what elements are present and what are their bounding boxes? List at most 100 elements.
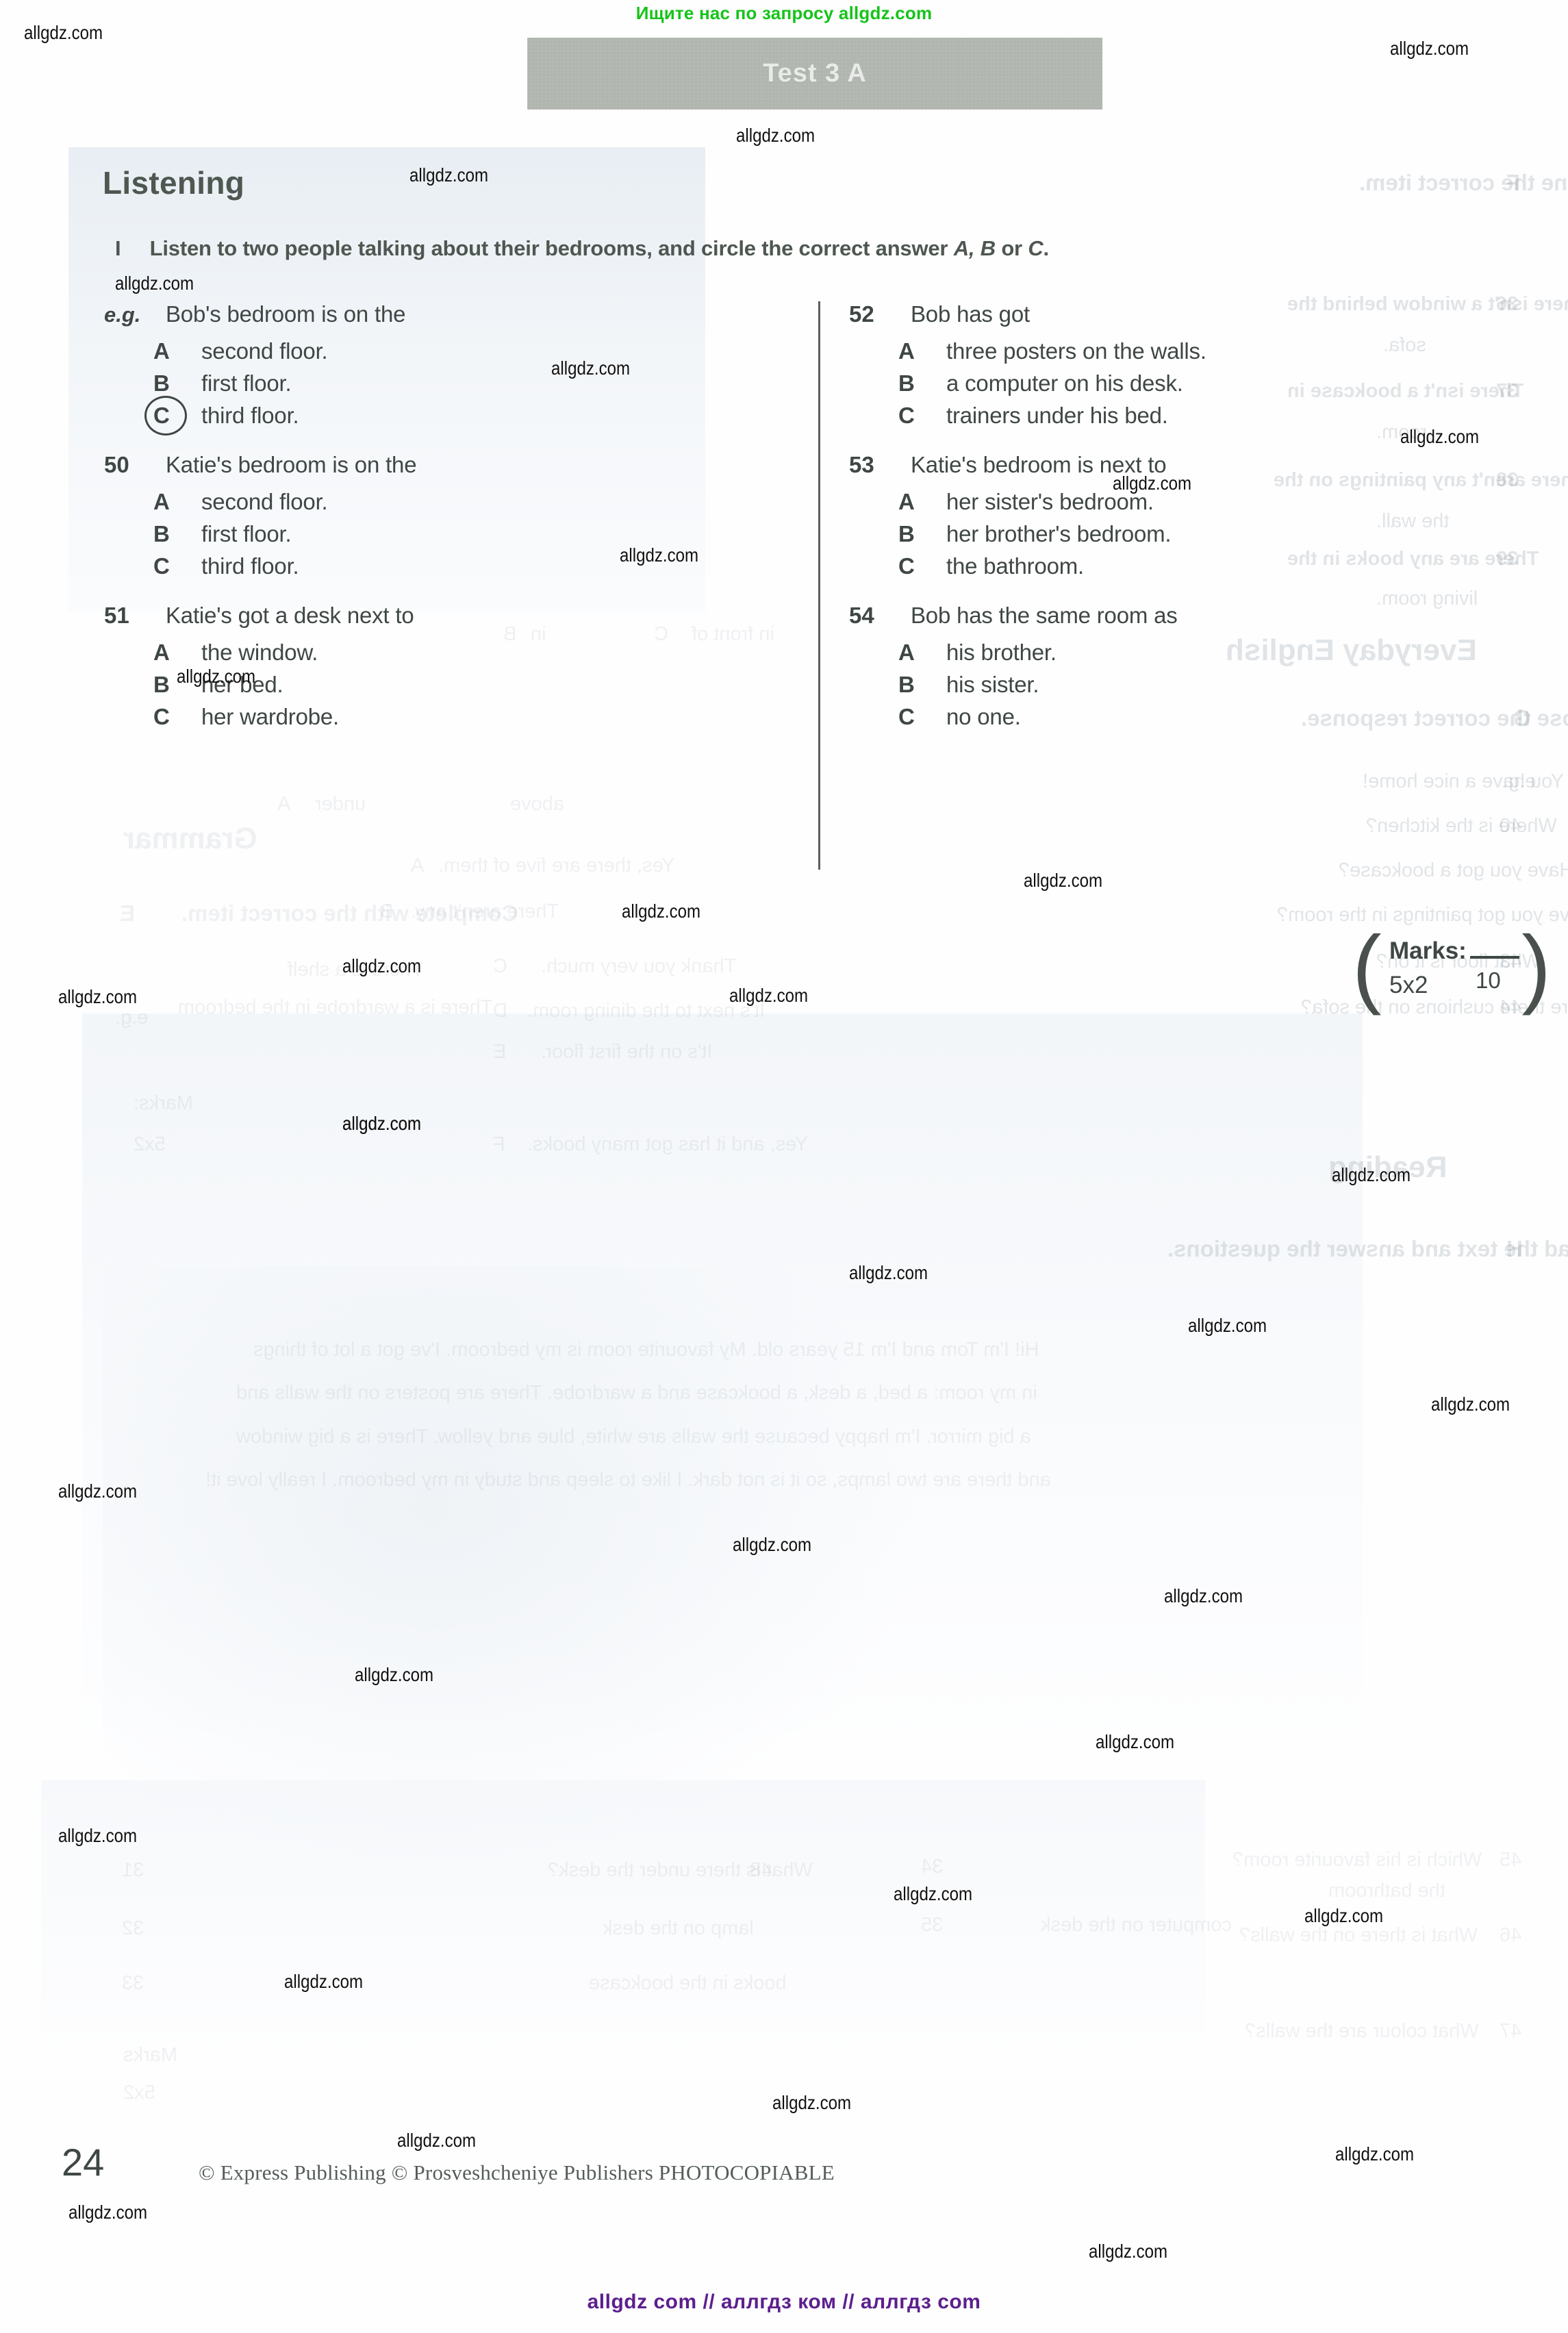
- question-number: 52: [849, 301, 874, 327]
- option-letter[interactable]: B: [898, 672, 915, 697]
- marks-box: ( ) Marks: 10 5x2: [1352, 924, 1551, 1031]
- question-number: 51: [104, 603, 129, 628]
- test-title-banner: Test 3 A: [527, 38, 1102, 110]
- site-watermark: allgdz.com: [58, 1480, 138, 1502]
- option-letter[interactable]: C: [153, 553, 170, 579]
- option-letter[interactable]: B: [153, 672, 170, 697]
- option-text: her sister's bedroom.: [946, 489, 1154, 514]
- site-watermark: allgdz.com: [1089, 2241, 1168, 2262]
- marks-score-blank[interactable]: [1469, 941, 1519, 959]
- option-text: third floor.: [201, 403, 299, 428]
- question-text: Katie's bedroom is on the: [166, 452, 417, 477]
- site-watermark: allgdz.com: [620, 544, 699, 566]
- task-instruction-text: Listen to two people talking about their…: [149, 236, 1050, 261]
- selected-answer-circle[interactable]: C: [144, 396, 189, 436]
- copyright-notice: © Express Publishing © Prosveshcheniye P…: [199, 2160, 835, 2184]
- marks-paren-left: (: [1352, 918, 1382, 1016]
- option-letter[interactable]: A: [153, 338, 170, 364]
- show-through-text: 5x2: [134, 1133, 166, 1155]
- option-letter[interactable]: B: [153, 521, 170, 546]
- option-text: a computer on his desk.: [946, 370, 1183, 396]
- site-watermark: allgdz.com: [397, 2130, 477, 2151]
- option-letter[interactable]: A: [898, 338, 915, 364]
- option-letter[interactable]: B: [153, 370, 170, 396]
- question-number: e.g.: [104, 303, 141, 327]
- show-through-text: D: [493, 1000, 507, 1022]
- site-watermark: allgdz.com: [68, 2202, 148, 2223]
- site-watermark: allgdz.com: [729, 985, 809, 1006]
- show-through-text: e.g.: [115, 1007, 149, 1029]
- site-watermark: allgdz.com: [342, 955, 422, 976]
- bottom-site-banner: allgdz com // аллгдз ком // аллгдз com: [587, 2291, 981, 2313]
- question-text: Bob's bedroom is on the: [166, 301, 406, 327]
- option-letter[interactable]: C: [898, 403, 915, 428]
- option-letter[interactable]: B: [898, 370, 915, 396]
- test-title: Test 3 A: [763, 59, 867, 88]
- option-letter[interactable]: A: [153, 640, 170, 665]
- option-text: trainers under his bed.: [946, 403, 1168, 428]
- show-through-text: It's on the first floor.: [541, 1041, 713, 1063]
- show-through-text: 45: [1500, 1849, 1522, 1871]
- option-letter[interactable]: C: [898, 553, 915, 579]
- option-letter[interactable]: C: [153, 704, 170, 729]
- site-watermark: allgdz.com: [1332, 1164, 1411, 1185]
- show-through-text: C: [493, 955, 507, 977]
- show-through-text: 32: [122, 1917, 144, 1939]
- site-watermark: allgdz.com: [1188, 1315, 1267, 1336]
- site-watermark: allgdz.com: [284, 1971, 364, 1992]
- show-through-text: Marks: [123, 2044, 177, 2066]
- option-letter[interactable]: A: [898, 640, 915, 665]
- marks-paren-right: ): [1521, 918, 1551, 1016]
- site-watermark: allgdz.com: [58, 986, 138, 1007]
- option-letter[interactable]: C: [898, 704, 915, 729]
- show-through-text: What is there under the desk?: [548, 1859, 813, 1881]
- show-through-text: 31: [122, 1859, 144, 1881]
- show-through-text: Where is the kitchen?: [1366, 815, 1557, 837]
- task-number: I: [115, 236, 121, 260]
- question-text: Bob has the same room as: [911, 603, 1178, 628]
- show-through-text: Read the text and answer the questions.: [1167, 1236, 1568, 1261]
- option-letter[interactable]: B: [898, 521, 915, 546]
- task-instruction-part1: Listen to two people talking about their…: [149, 236, 954, 260]
- show-through-text: F: [493, 1133, 505, 1155]
- show-through-text: 47: [1500, 2020, 1522, 2042]
- marks-label-row: Marks:: [1389, 937, 1519, 965]
- site-watermark: allgdz.com: [58, 1825, 138, 1846]
- option-letter[interactable]: A: [898, 489, 915, 514]
- option-text: no one.: [946, 704, 1021, 729]
- show-through-text: What colour are the walls?: [1245, 2020, 1479, 2042]
- show-through-text: A: [411, 855, 425, 877]
- show-through-text: 46: [1500, 1924, 1522, 1946]
- option-letter[interactable]: A: [153, 489, 170, 514]
- question-number: 54: [849, 603, 874, 628]
- question-number: 53: [849, 452, 874, 477]
- task-instruction-italic-c: C: [1028, 236, 1044, 260]
- page-number: 24: [62, 2141, 105, 2184]
- paper-wash: [41, 1780, 1205, 2068]
- option-text: the bathroom.: [946, 553, 1085, 579]
